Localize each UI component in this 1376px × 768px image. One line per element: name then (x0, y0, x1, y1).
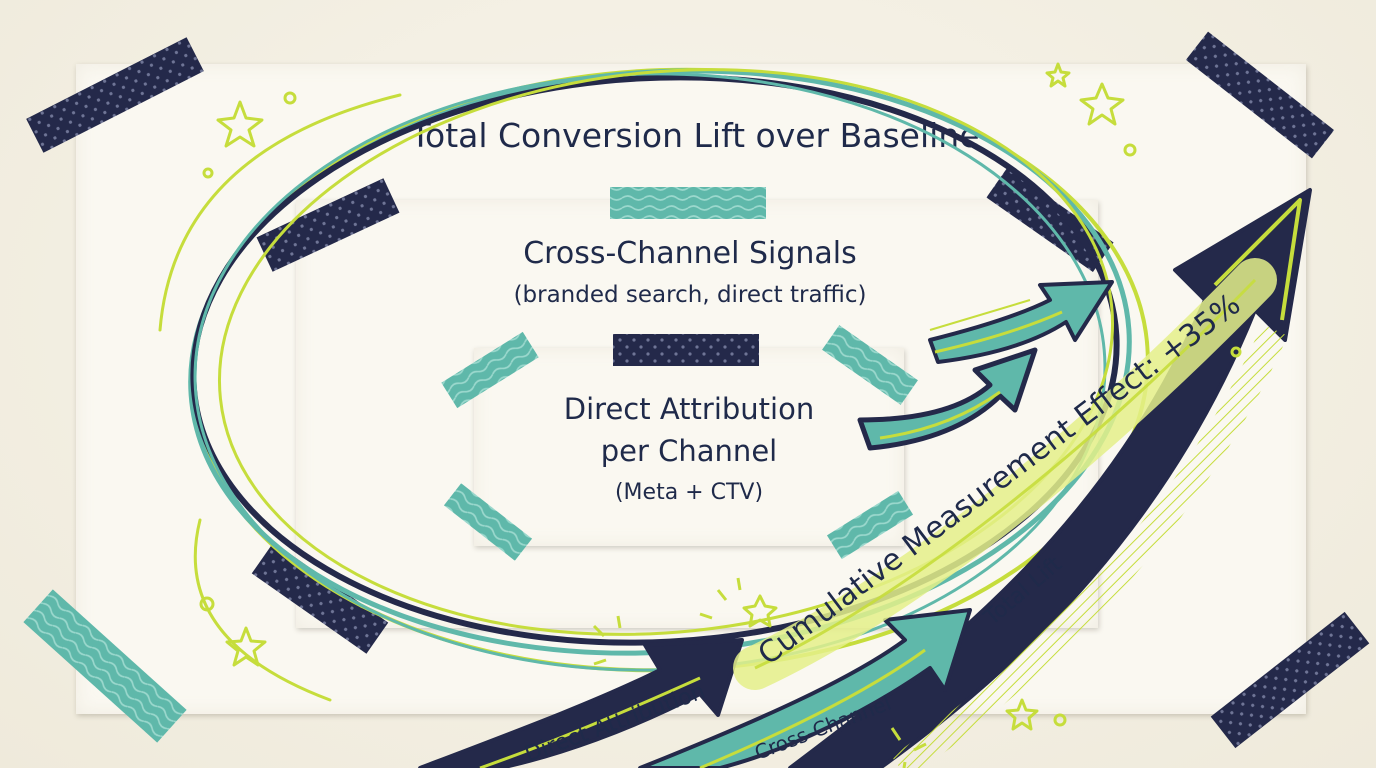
star-icon (216, 100, 264, 148)
tape-navy (26, 37, 204, 153)
flow-arrows (857, 280, 1114, 451)
star-icon (742, 594, 778, 628)
sparkle-decorations (199, 62, 1242, 768)
tape-navy (251, 542, 389, 654)
arrow-cross-channel (638, 608, 972, 768)
dot-icon (199, 596, 215, 612)
arrow-inner-to-middle (857, 347, 1038, 451)
inner-scope-title-line-2: per Channel (600, 434, 778, 468)
inner-scope-subtitle: (Meta + CTV) (614, 480, 764, 505)
tape-teal (441, 331, 539, 409)
dot-icon (283, 91, 297, 105)
tape-teal (23, 589, 187, 743)
dot-icon (202, 167, 214, 179)
rising-arrows (418, 188, 1312, 768)
tape-teal (443, 483, 533, 561)
inner-scope-paper (474, 348, 904, 546)
tape-navy (1185, 31, 1335, 159)
middle-scope-title: Cross-Channel Signals (523, 236, 857, 271)
tape-teal (826, 490, 914, 560)
tape-navy (613, 334, 759, 366)
tape-navy (1210, 611, 1370, 749)
tape-teal (822, 325, 918, 405)
middle-scope-subtitle: (branded search, direct traffic) (513, 282, 867, 308)
outer-scope-title: Total Conversion Lift over Baseline (410, 116, 980, 155)
star-icon (225, 626, 267, 667)
inner-scope-title-line-1: Direct Attribution (563, 392, 815, 426)
dot-icon (1053, 713, 1067, 727)
tape-teal (610, 187, 766, 219)
star-icon (1045, 62, 1071, 88)
arrow-direct-attribution (418, 638, 744, 768)
star-icon (1005, 698, 1039, 731)
star-icon (1079, 82, 1125, 126)
dot-icon (1230, 346, 1242, 358)
dot-icon (1123, 143, 1137, 157)
tape-navy (256, 178, 400, 272)
